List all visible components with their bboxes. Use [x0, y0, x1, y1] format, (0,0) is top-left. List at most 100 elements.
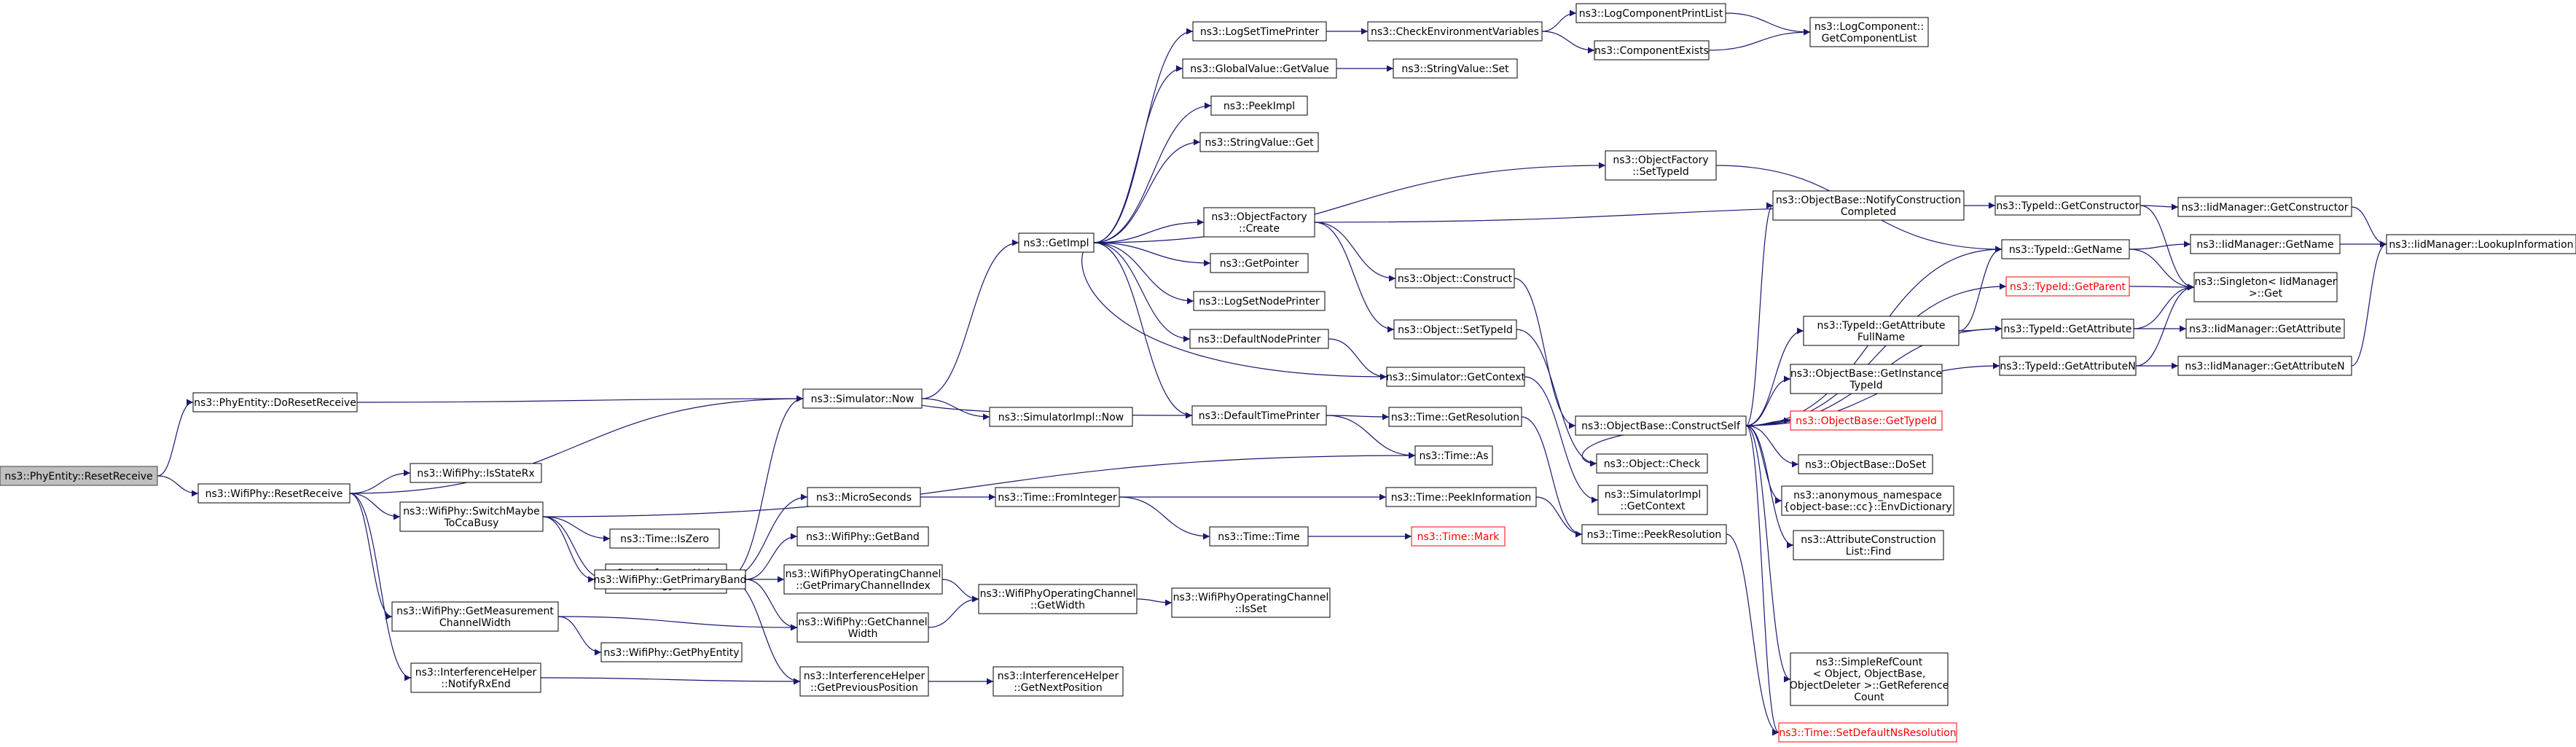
- node-label: ns3::WifiPhy::GetChannel: [798, 617, 927, 628]
- node-iid-get-constructor[interactable]: ns3::IidManager::GetConstructor: [2177, 197, 2352, 217]
- node-sim-now[interactable]: ns3::Simulator::Now: [802, 388, 923, 409]
- node-sim-get-context[interactable]: ns3::Simulator::GetContext: [1386, 367, 1526, 387]
- node-object-base-get-type-id[interactable]: ns3::ObjectBase::GetTypeId: [1790, 410, 1943, 431]
- node-do-reset-receive[interactable]: ns3::PhyEntity::DoResetReceive: [192, 392, 358, 412]
- node-from-integer[interactable]: ns3::Time::FromInteger: [995, 487, 1120, 507]
- node-is-zero[interactable]: ns3::Time::IsZero: [609, 528, 720, 549]
- node-time-time[interactable]: ns3::Time::Time: [1209, 526, 1309, 547]
- node-type-id-get-attribute-n[interactable]: ns3::TypeId::GetAttributeN: [1999, 356, 2137, 376]
- node-label: ChannelWidth: [439, 617, 511, 629]
- node-micro-seconds[interactable]: ns3::MicroSeconds: [807, 487, 921, 507]
- node-label: ::GetNextPosition: [1014, 682, 1103, 694]
- node-get-phy-entity[interactable]: ns3::WifiPhy::GetPhyEntity: [600, 642, 743, 662]
- node-iid-get-name[interactable]: ns3::IidManager::GetName: [2190, 234, 2341, 254]
- node-string-value-get[interactable]: ns3::StringValue::Get: [1199, 132, 1319, 152]
- edge-op-chan-get-width-to-op-chan-is-set: [1136, 598, 1172, 606]
- node-construct-self[interactable]: ns3::ObjectBase::ConstructSelf: [1575, 415, 1747, 436]
- node-sim-impl-get-context[interactable]: ns3::SimulatorImpl::GetContext: [1597, 485, 1708, 515]
- node-label: ns3::TypeId::GetParent: [2010, 281, 2126, 293]
- node-type-id-get-parent[interactable]: ns3::TypeId::GetParent: [2005, 276, 2130, 297]
- node-time-mark[interactable]: ns3::Time::Mark: [1411, 526, 1506, 547]
- node-notify-construction-completed[interactable]: ns3::ObjectBase::NotifyConstructionCompl…: [1772, 190, 1965, 221]
- node-component-exists[interactable]: ns3::ComponentExists: [1594, 40, 1710, 60]
- node-iid-get-attribute-n[interactable]: ns3::IidManager::GetAttributeN: [2177, 356, 2352, 376]
- node-op-chan-is-set[interactable]: ns3::WifiPhyOperatingChannel::IsSet: [1171, 587, 1331, 618]
- node-object-check[interactable]: ns3::Object::Check: [1596, 453, 1708, 474]
- node-box: [594, 569, 746, 590]
- edge-type-id-get-attribute-to-singleton-get: [2133, 283, 2195, 329]
- node-singleton-get[interactable]: ns3::Singleton< IidManager>::Get: [2193, 272, 2338, 302]
- node-peek-information[interactable]: ns3::Time::PeekInformation: [1385, 487, 1537, 507]
- node-object-set-type-id[interactable]: ns3::Object::SetTypeId: [1393, 319, 1517, 340]
- node-peek-resolution[interactable]: ns3::Time::PeekResolution: [1581, 524, 1727, 544]
- node-label: TypeId: [1849, 380, 1882, 391]
- node-env-dictionary[interactable]: ns3::anonymous_namespace{object-base::cc…: [1781, 485, 1954, 516]
- node-object-factory-set-type-id[interactable]: ns3::ObjectFactory::SetTypeId: [1605, 150, 1717, 181]
- node-label: ns3::StringValue::Get: [1205, 137, 1314, 149]
- node-sim-impl-now[interactable]: ns3::SimulatorImpl::Now: [989, 407, 1133, 427]
- edge-type-id-get-attribute-n-to-singleton-get: [2135, 283, 2195, 367]
- node-default-node-printer[interactable]: ns3::DefaultNodePrinter: [1189, 329, 1329, 349]
- node-get-primary-channel-index[interactable]: ns3::WifiPhyOperatingChannel::GetPrimary…: [783, 564, 943, 595]
- node-label: ns3::Time::PeekResolution: [1587, 529, 1722, 541]
- node-box: [1781, 485, 1954, 516]
- edge-construct-self-to-env-dictionary: [1745, 425, 1782, 504]
- node-op-chan-get-width[interactable]: ns3::WifiPhyOperatingChannel::GetWidth: [978, 584, 1138, 614]
- node-label: >::Get: [2249, 288, 2283, 300]
- node-type-id-get-name[interactable]: ns3::TypeId::GetName: [2001, 239, 2130, 259]
- node-get-impl[interactable]: ns3::GetImpl: [1018, 232, 1095, 253]
- edge-type-id-get-parent-to-singleton-get: [2129, 283, 2195, 291]
- node-box: [1596, 453, 1708, 474]
- edge-switch-maybe-to-get-primary-band: [542, 516, 595, 583]
- node-get-primary-band[interactable]: ns3::WifiPhy::GetPrimaryBand: [594, 569, 747, 590]
- node-box: [1393, 319, 1517, 340]
- node-label: ns3::Object::Construct: [1398, 273, 1513, 285]
- node-object-base-do-set[interactable]: ns3::ObjectBase::DoSet: [1798, 454, 1933, 474]
- edge-switch-maybe-to-is-zero: [542, 516, 611, 542]
- node-time-get-resolution[interactable]: ns3::Time::GetResolution: [1388, 407, 1522, 427]
- node-wifi-phy-reset-receive[interactable]: ns3::WifiPhy::ResetReceive: [197, 483, 351, 504]
- node-label: ns3::SimpleRefCount: [1816, 657, 1923, 668]
- node-simple-ref-count[interactable]: ns3::SimpleRefCount< Object, ObjectBase,…: [1790, 652, 1949, 706]
- node-get-band[interactable]: ns3::WifiPhy::GetBand: [796, 526, 929, 547]
- node-log-set-time-printer[interactable]: ns3::LogSetTimePrinter: [1192, 21, 1327, 42]
- node-box: [1388, 407, 1522, 427]
- node-type-id-get-attribute[interactable]: ns3::TypeId::GetAttribute: [2001, 318, 2134, 339]
- node-label: ns3::AttributeConstruction: [1801, 534, 1935, 546]
- node-object-construct[interactable]: ns3::Object::Construct: [1395, 268, 1515, 289]
- node-get-component-list[interactable]: ns3::LogComponent::GetComponentList: [1809, 17, 1929, 47]
- node-is-state-rx[interactable]: ns3::WifiPhy::IsStateRx: [410, 463, 542, 483]
- node-get-previous-position[interactable]: ns3::InterferenceHelper::GetPreviousPosi…: [799, 666, 929, 697]
- node-box: [2177, 197, 2352, 217]
- node-reset-receive-phy-entity[interactable]: ns3::PhyEntity::ResetReceive: [0, 466, 158, 486]
- node-log-set-node-printer[interactable]: ns3::LogSetNodePrinter: [1193, 291, 1326, 311]
- node-object-factory-create[interactable]: ns3::ObjectFactory::Create: [1203, 207, 1315, 238]
- node-default-time-printer[interactable]: ns3::DefaultTimePrinter: [1191, 405, 1327, 426]
- node-get-pointer[interactable]: ns3::GetPointer: [1210, 253, 1309, 273]
- node-iid-lookup-information[interactable]: ns3::IidManager::LookupInformation: [2386, 234, 2576, 254]
- node-global-value-get-value[interactable]: ns3::GlobalValue::GetValue: [1182, 58, 1337, 79]
- node-iid-get-attribute[interactable]: ns3::IidManager::GetAttribute: [2185, 318, 2345, 339]
- edge-iid-get-constructor-to-iid-lookup-information: [2351, 206, 2387, 248]
- node-time-as[interactable]: ns3::Time::As: [1414, 445, 1493, 466]
- node-box: [1191, 405, 1327, 426]
- edge-get-attribute-full-name-to-type-id-get-name: [1958, 246, 2003, 332]
- node-get-next-position[interactable]: ns3::InterferenceHelper::GetNextPosition: [993, 666, 1124, 697]
- edge-peek-resolution-to-set-default-ns-resolution: [1726, 533, 1780, 736]
- node-log-component-print-list[interactable]: ns3::LogComponentPrintList: [1575, 3, 1726, 23]
- node-string-value-set[interactable]: ns3::StringValue::Set: [1393, 58, 1518, 79]
- node-set-default-ns-resolution[interactable]: ns3::Time::SetDefaultNsResolution: [1778, 722, 1957, 743]
- node-box: [1581, 524, 1727, 544]
- node-peek-impl[interactable]: ns3::PeekImpl: [1210, 95, 1308, 116]
- node-check-env-vars[interactable]: ns3::CheckEnvironmentVariables: [1367, 21, 1543, 42]
- node-type-id-get-constructor[interactable]: ns3::TypeId::GetConstructor: [1994, 195, 2141, 216]
- node-notify-rx-end[interactable]: ns3::InterferenceHelper::NotifyRxEnd: [410, 662, 541, 693]
- node-label: ns3::SimulatorImpl: [1605, 489, 1702, 501]
- node-label: ns3::ObjectBase::NotifyConstruction: [1776, 195, 1961, 206]
